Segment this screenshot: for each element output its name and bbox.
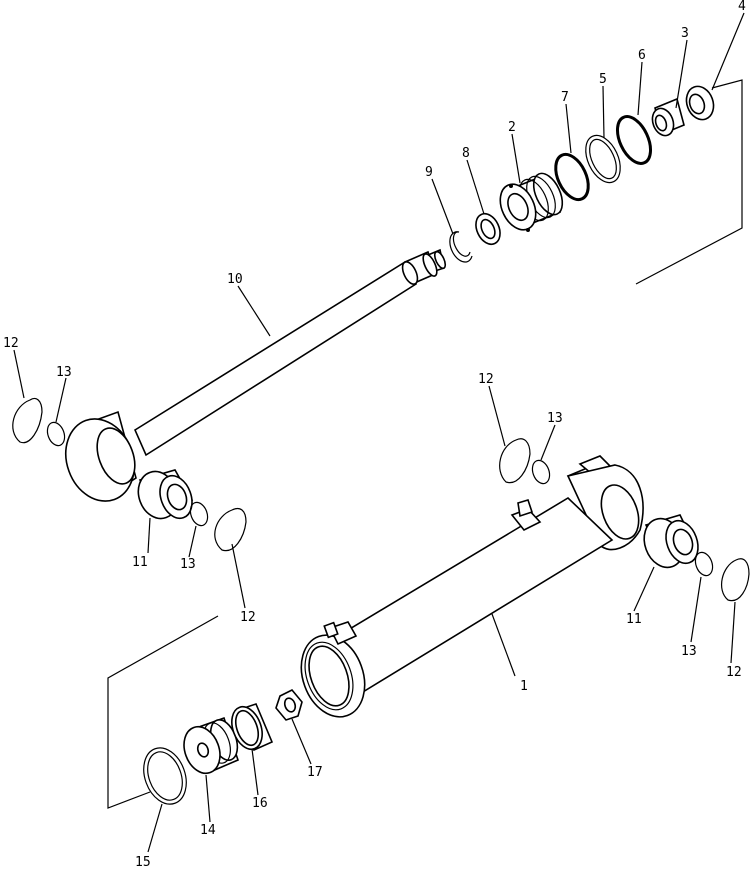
part-5-ring	[585, 134, 621, 184]
part-10-piston-rod	[133, 248, 447, 457]
part-12-snap-ring-cyl-b	[720, 558, 750, 602]
callout-3: 3	[681, 26, 689, 41]
callout-11-cyl: 11	[626, 612, 642, 627]
part-13-ring-rod-a	[46, 421, 66, 447]
part-4-bushing	[685, 85, 715, 121]
part-3-bushing	[651, 97, 685, 137]
rod-eye	[65, 410, 137, 502]
callout-13-d: 13	[681, 644, 697, 659]
grease-port-top	[510, 499, 542, 532]
part-15-snap-ring	[143, 747, 187, 805]
callout-9: 9	[425, 165, 433, 180]
callout-12-b: 12	[240, 610, 256, 625]
part-11-bushing-cyl	[643, 514, 699, 569]
callout-6: 6	[638, 48, 646, 63]
callout-10: 10	[227, 272, 243, 287]
part-12-snap-ring-cyl-a	[499, 438, 531, 484]
callout-11-rod: 11	[132, 555, 148, 570]
part-13-ring-cyl-a	[531, 459, 551, 485]
callout-2: 2	[508, 120, 516, 135]
callout-8: 8	[462, 146, 470, 161]
callout-13-a: 13	[56, 365, 72, 380]
part-7-o-ring	[554, 152, 590, 202]
part-2-cylinder-head	[499, 172, 564, 232]
callout-7: 7	[561, 90, 569, 105]
part-12-snap-ring-rod-a	[12, 397, 43, 444]
callout-12-d: 12	[726, 665, 742, 680]
part-9-snap-ring	[449, 231, 473, 263]
callout-15: 15	[135, 855, 151, 870]
part-1-cylinder-tube	[300, 455, 644, 718]
assembly-bracket-lower	[107, 615, 219, 809]
callout-4: 4	[738, 0, 746, 14]
callout-17: 17	[307, 765, 323, 780]
callout-13-b: 13	[180, 557, 196, 572]
callout-12-c: 12	[478, 372, 494, 387]
part-17-nut	[275, 689, 303, 721]
part-13-ring-cyl-b	[694, 551, 714, 577]
part-16-wear-ring	[231, 703, 274, 752]
callout-12-a: 12	[3, 336, 19, 351]
part-14-piston	[183, 716, 239, 775]
grease-port-bottom	[323, 621, 358, 646]
part-8-packing	[475, 212, 501, 246]
part-13-ring-rod-b	[189, 501, 209, 527]
callout-5: 5	[599, 72, 607, 87]
callout-1: 1	[520, 679, 528, 694]
leader-lines	[13, 12, 745, 853]
part-11-bushing-rod	[137, 469, 194, 520]
callout-13-c: 13	[547, 411, 563, 426]
part-6-o-ring	[615, 115, 653, 165]
callout-16: 16	[252, 796, 268, 811]
assembly-bracket-upper	[635, 79, 743, 285]
callout-14: 14	[200, 823, 216, 838]
part-12-snap-ring-rod-b	[214, 507, 247, 552]
